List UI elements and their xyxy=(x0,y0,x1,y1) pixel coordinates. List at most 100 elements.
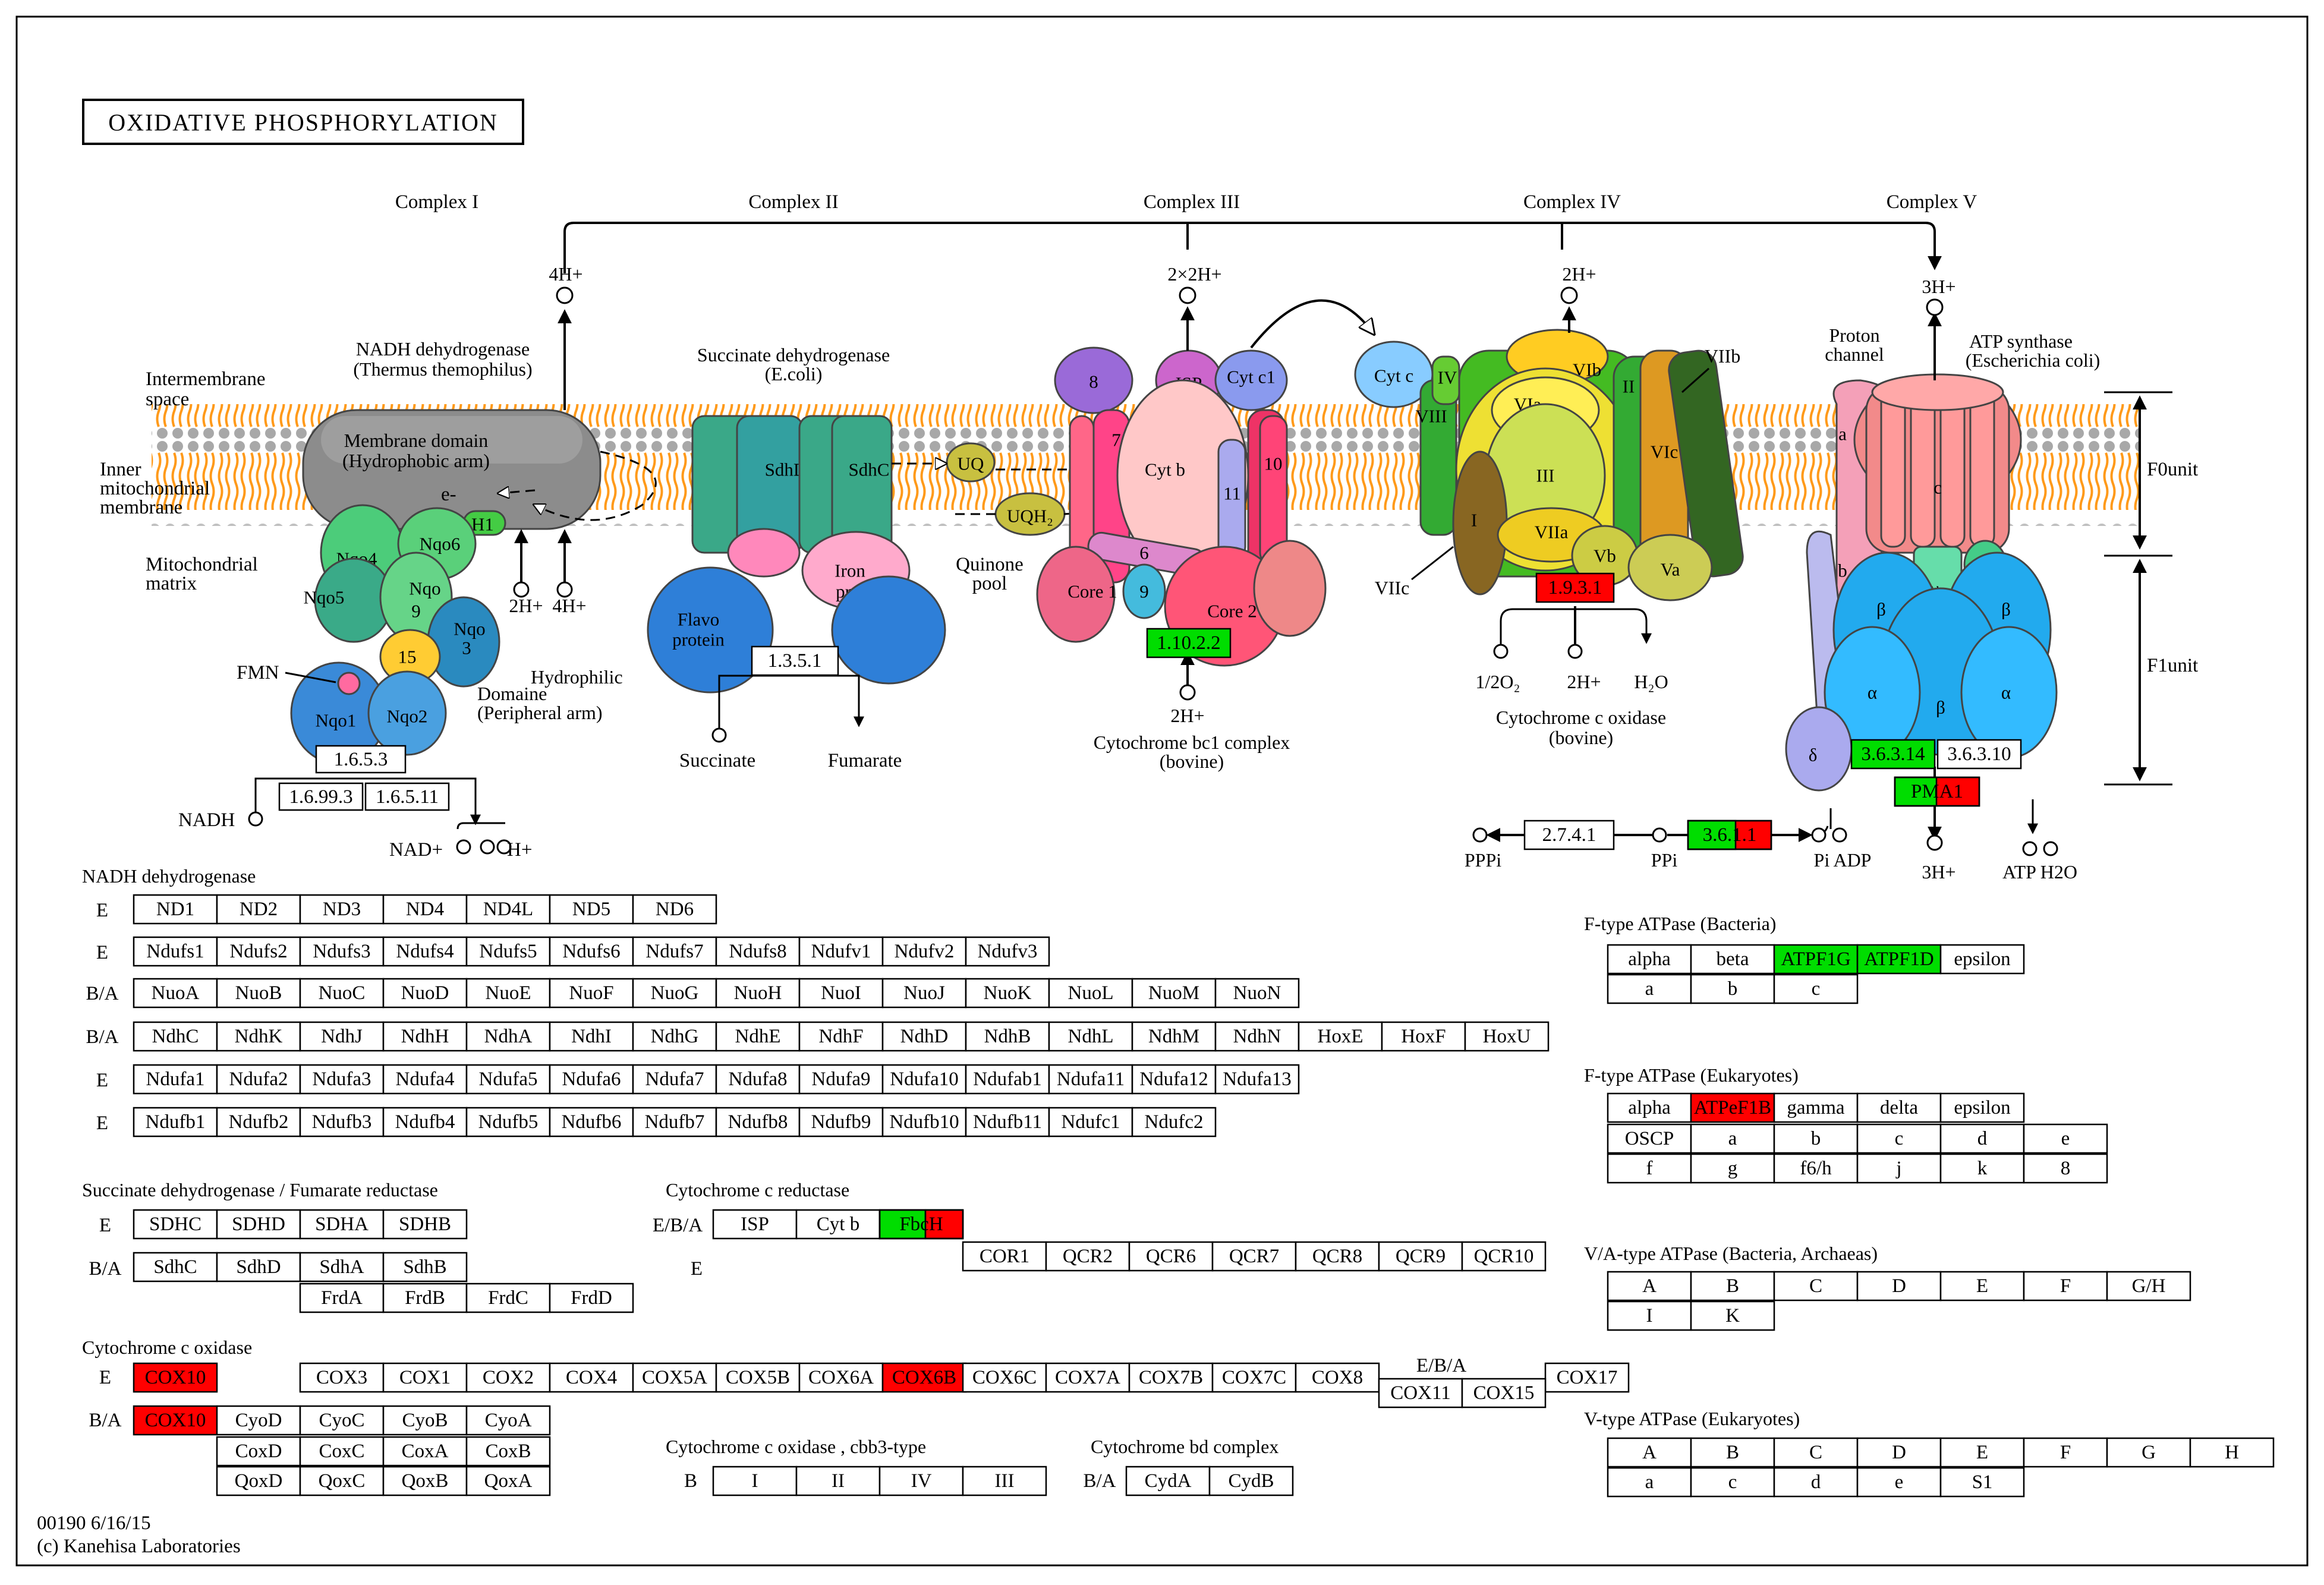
gene-box-nuod[interactable]: NuoD xyxy=(382,978,468,1009)
gene-box-ndufs3[interactable]: Ndufs3 xyxy=(299,936,385,967)
gene-box-e[interactable]: e xyxy=(2023,1123,2108,1154)
gene-box-f[interactable]: F xyxy=(2023,1437,2108,1468)
gene-box-ndufab1[interactable]: Ndufab1 xyxy=(965,1064,1050,1095)
gene-box-nuoh[interactable]: NuoH xyxy=(715,978,801,1009)
gene-box-frdb[interactable]: FrdB xyxy=(382,1283,468,1313)
gene-box-coxc[interactable]: CoxC xyxy=(299,1436,385,1467)
ec-1-3-5-1[interactable]: 1.3.5.1 xyxy=(751,645,839,676)
gene-box-coxa[interactable]: CoxA xyxy=(382,1436,468,1467)
gene-box-c[interactable]: c xyxy=(1690,1467,1775,1498)
gene-box-e[interactable]: E xyxy=(1939,1271,2025,1302)
ec-3-6-3-10[interactable]: 3.6.3.10 xyxy=(1936,739,2022,770)
gene-box-sdha[interactable]: SDHA xyxy=(299,1209,385,1240)
gene-box-qcr8[interactable]: QCR8 xyxy=(1295,1241,1380,1272)
gene-box-alpha[interactable]: alpha xyxy=(1607,1092,1692,1123)
gene-pma1[interactable]: PMA1 xyxy=(1894,776,1980,807)
gene-box-g-h[interactable]: G/H xyxy=(2106,1271,2191,1302)
gene-box-ndhb[interactable]: NdhB xyxy=(965,1021,1050,1052)
gene-box-e[interactable]: E xyxy=(1939,1437,2025,1468)
gene-box-a[interactable]: a xyxy=(1607,973,1692,1004)
gene-box-cyoa[interactable]: CyoA xyxy=(465,1405,551,1436)
gene-box-frdc[interactable]: FrdC xyxy=(465,1283,551,1313)
gene-box-qoxd[interactable]: QoxD xyxy=(216,1466,301,1496)
gene-box-ndufb5[interactable]: Ndufb5 xyxy=(465,1107,551,1137)
gene-box-i[interactable]: I xyxy=(712,1466,798,1496)
gene-box-nuob[interactable]: NuoB xyxy=(216,978,301,1009)
gene-box-nd5[interactable]: ND5 xyxy=(549,894,634,925)
gene-box-b[interactable]: b xyxy=(1773,1123,1859,1154)
gene-box-ndhe[interactable]: NdhE xyxy=(715,1021,801,1052)
gene-box-cyt-b[interactable]: Cyt b xyxy=(795,1209,881,1240)
gene-box-nuoe[interactable]: NuoE xyxy=(465,978,551,1009)
gene-box-epsilon[interactable]: epsilon xyxy=(1939,944,2025,975)
gene-box-cox6c[interactable]: COX6C xyxy=(962,1362,1047,1393)
gene-box-ndha[interactable]: NdhA xyxy=(465,1021,551,1052)
gene-box-ndufb3[interactable]: Ndufb3 xyxy=(299,1107,385,1137)
gene-box-nuom[interactable]: NuoM xyxy=(1131,978,1217,1009)
ec-1-6-5-3[interactable]: 1.6.5.3 xyxy=(315,745,407,774)
gene-box-ndhm[interactable]: NdhM xyxy=(1131,1021,1217,1052)
gene-box-cox5b[interactable]: COX5B xyxy=(715,1362,801,1393)
gene-box-ndufb4[interactable]: Ndufb4 xyxy=(382,1107,468,1137)
gene-box-hoxu[interactable]: HoxU xyxy=(1464,1021,1550,1052)
gene-box-coxb[interactable]: CoxB xyxy=(465,1436,551,1467)
gene-box-c[interactable]: c xyxy=(1856,1123,1942,1154)
gene-box-ndufb11[interactable]: Ndufb11 xyxy=(965,1107,1050,1137)
gene-box-nuoi[interactable]: NuoI xyxy=(798,978,884,1009)
gene-box-d[interactable]: D xyxy=(1856,1271,1942,1302)
gene-box-c[interactable]: c xyxy=(1773,973,1859,1004)
gene-box-g[interactable]: g xyxy=(1690,1153,1775,1184)
gene-box-qcr9[interactable]: QCR9 xyxy=(1378,1241,1463,1272)
gene-box-hoxe[interactable]: HoxE xyxy=(1298,1021,1383,1052)
gene-box-d[interactable]: D xyxy=(1856,1437,1942,1468)
gene-box-ndufa13[interactable]: Ndufa13 xyxy=(1214,1064,1300,1095)
gene-box-ndufb8[interactable]: Ndufb8 xyxy=(715,1107,801,1137)
gene-box-ndhn[interactable]: NdhN xyxy=(1214,1021,1300,1052)
gene-box-ndufa4[interactable]: Ndufa4 xyxy=(382,1064,468,1095)
gene-box-a[interactable]: a xyxy=(1607,1467,1692,1498)
gene-box-sdhd[interactable]: SdhD xyxy=(216,1252,301,1283)
gene-box-b[interactable]: b xyxy=(1690,973,1775,1004)
gene-box-f[interactable]: F xyxy=(2023,1271,2108,1302)
gene-box-sdhd[interactable]: SDHD xyxy=(216,1209,301,1240)
gene-box-ndhc[interactable]: NdhC xyxy=(133,1021,218,1052)
gene-box-nuoa[interactable]: NuoA xyxy=(133,978,218,1009)
gene-box-nuol[interactable]: NuoL xyxy=(1048,978,1133,1009)
gene-box-ndhh[interactable]: NdhH xyxy=(382,1021,468,1052)
gene-box-ii[interactable]: II xyxy=(795,1466,881,1496)
gene-box-ndufs7[interactable]: Ndufs7 xyxy=(632,936,717,967)
gene-box-nd1[interactable]: ND1 xyxy=(133,894,218,925)
gene-box-qcr6[interactable]: QCR6 xyxy=(1128,1241,1214,1272)
gene-box-qcr10[interactable]: QCR10 xyxy=(1461,1241,1547,1272)
gene-box-ndufa7[interactable]: Ndufa7 xyxy=(632,1064,717,1095)
gene-box-oscp[interactable]: OSCP xyxy=(1607,1123,1692,1154)
gene-box-ndufb1[interactable]: Ndufb1 xyxy=(133,1107,218,1137)
gene-box-sdhc[interactable]: SDHC xyxy=(133,1209,218,1240)
gene-box-sdha[interactable]: SdhA xyxy=(299,1252,385,1283)
gene-box-iv[interactable]: IV xyxy=(878,1466,964,1496)
ec-3-6-3-14[interactable]: 3.6.3.14 xyxy=(1850,739,1936,770)
gene-box-gamma[interactable]: gamma xyxy=(1773,1092,1859,1123)
gene-box-f6-h[interactable]: f6/h xyxy=(1773,1153,1859,1184)
gene-box-ndufb10[interactable]: Ndufb10 xyxy=(881,1107,967,1137)
gene-box-nuog[interactable]: NuoG xyxy=(632,978,717,1009)
gene-box-ndhd[interactable]: NdhD xyxy=(881,1021,967,1052)
gene-box-cox3[interactable]: COX3 xyxy=(299,1362,385,1393)
gene-box-nuoj[interactable]: NuoJ xyxy=(881,978,967,1009)
gene-box-a[interactable]: A xyxy=(1607,1437,1692,1468)
gene-box-ndhf[interactable]: NdhF xyxy=(798,1021,884,1052)
gene-box-ndhk[interactable]: NdhK xyxy=(216,1021,301,1052)
gene-box-ndufa5[interactable]: Ndufa5 xyxy=(465,1064,551,1095)
gene-box-delta[interactable]: delta xyxy=(1856,1092,1942,1123)
gene-box-cox8[interactable]: COX8 xyxy=(1295,1362,1380,1393)
ec-1-6-5-11[interactable]: 1.6.5.11 xyxy=(364,782,450,811)
gene-box-cox10[interactable]: COX10 xyxy=(133,1405,218,1436)
gene-box-nd4[interactable]: ND4 xyxy=(382,894,468,925)
gene-box-sdhc[interactable]: SdhC xyxy=(133,1252,218,1283)
gene-box-isp[interactable]: ISP xyxy=(712,1209,798,1240)
gene-box-ndufs1[interactable]: Ndufs1 xyxy=(133,936,218,967)
gene-box-hoxf[interactable]: HoxF xyxy=(1381,1021,1466,1052)
gene-box-g[interactable]: G xyxy=(2106,1437,2191,1468)
gene-box-qcr7[interactable]: QCR7 xyxy=(1211,1241,1297,1272)
gene-box-ndufb2[interactable]: Ndufb2 xyxy=(216,1107,301,1137)
